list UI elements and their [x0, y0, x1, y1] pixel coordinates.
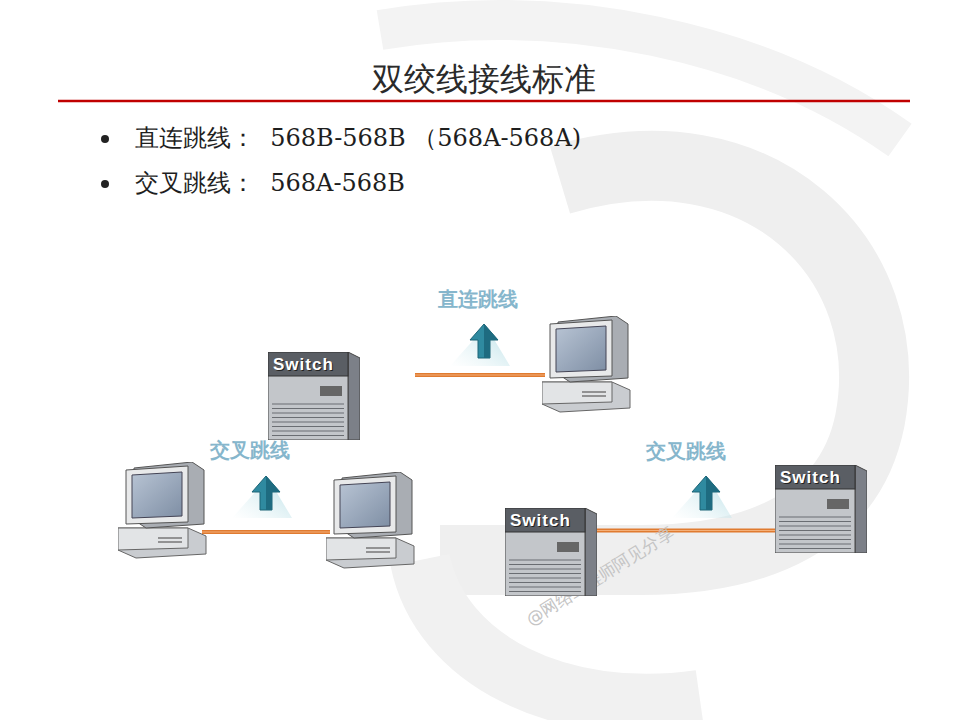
- vent-line: [779, 530, 851, 531]
- vent-line: [779, 543, 851, 544]
- cable-highlight: [597, 530, 775, 531]
- crossover-cable: [597, 529, 775, 533]
- vent-line: [509, 573, 581, 574]
- arrow-icon: [450, 324, 510, 366]
- bullet-text: 直连跳线： 568B-568B （568A-568A): [135, 122, 581, 154]
- cable-label: 交叉跳线: [646, 438, 726, 465]
- pc-icon: [542, 316, 630, 412]
- vent-line: [272, 430, 344, 431]
- cable-group: [597, 530, 775, 531]
- switch-box: Switch: [268, 352, 360, 440]
- vent-line: [509, 591, 581, 592]
- vent-line: [509, 577, 581, 578]
- vent-line: [509, 568, 581, 569]
- vent-line: [272, 403, 344, 404]
- arrow-icon: [232, 476, 292, 518]
- device-label: Switch: [268, 352, 360, 375]
- pc-icon: [326, 472, 414, 568]
- pc-icon: [118, 462, 206, 558]
- straight-cable: [415, 373, 545, 377]
- vent-line: [272, 412, 344, 413]
- crossover-cable: [202, 530, 330, 534]
- slide-title: 双绞线接线标准: [372, 58, 596, 102]
- switch-box: Switch: [505, 508, 597, 596]
- vent-line: [779, 525, 851, 526]
- vent-line: [779, 548, 851, 549]
- vent-line: [272, 435, 344, 436]
- vent-line: [779, 521, 851, 522]
- crossover-cable-highlight: [202, 532, 330, 533]
- bullet-text: 交叉跳线： 568A-568B: [135, 167, 405, 199]
- cable-label: 交叉跳线: [210, 437, 290, 464]
- vent-line: [272, 426, 344, 427]
- switch-port: [320, 386, 342, 396]
- bullet-dot: [101, 135, 109, 143]
- switch-port: [827, 499, 849, 509]
- vent-line: [779, 534, 851, 535]
- switch-side: [855, 465, 867, 553]
- bullet-dot: [101, 180, 109, 188]
- vent-line: [509, 582, 581, 583]
- vent-line: [509, 559, 581, 560]
- device-label: Switch: [505, 508, 597, 531]
- vent-line: [272, 408, 344, 409]
- cable-label: 直连跳线: [438, 286, 518, 313]
- vent-line: [509, 564, 581, 565]
- switch-box: Switch: [775, 465, 867, 553]
- switch-side: [348, 352, 360, 440]
- switch-port: [557, 542, 579, 552]
- switch-side: [585, 508, 597, 596]
- logo-swoosh: [440, 166, 874, 560]
- device-label: Switch: [775, 465, 867, 488]
- title-rule: [58, 100, 910, 103]
- vent-line: [779, 539, 851, 540]
- vent-line: [272, 421, 344, 422]
- vent-line: [509, 586, 581, 587]
- straight-cable-highlight: [415, 375, 545, 376]
- vent-line: [272, 417, 344, 418]
- arrow-icon: [672, 476, 732, 518]
- vent-line: [779, 516, 851, 517]
